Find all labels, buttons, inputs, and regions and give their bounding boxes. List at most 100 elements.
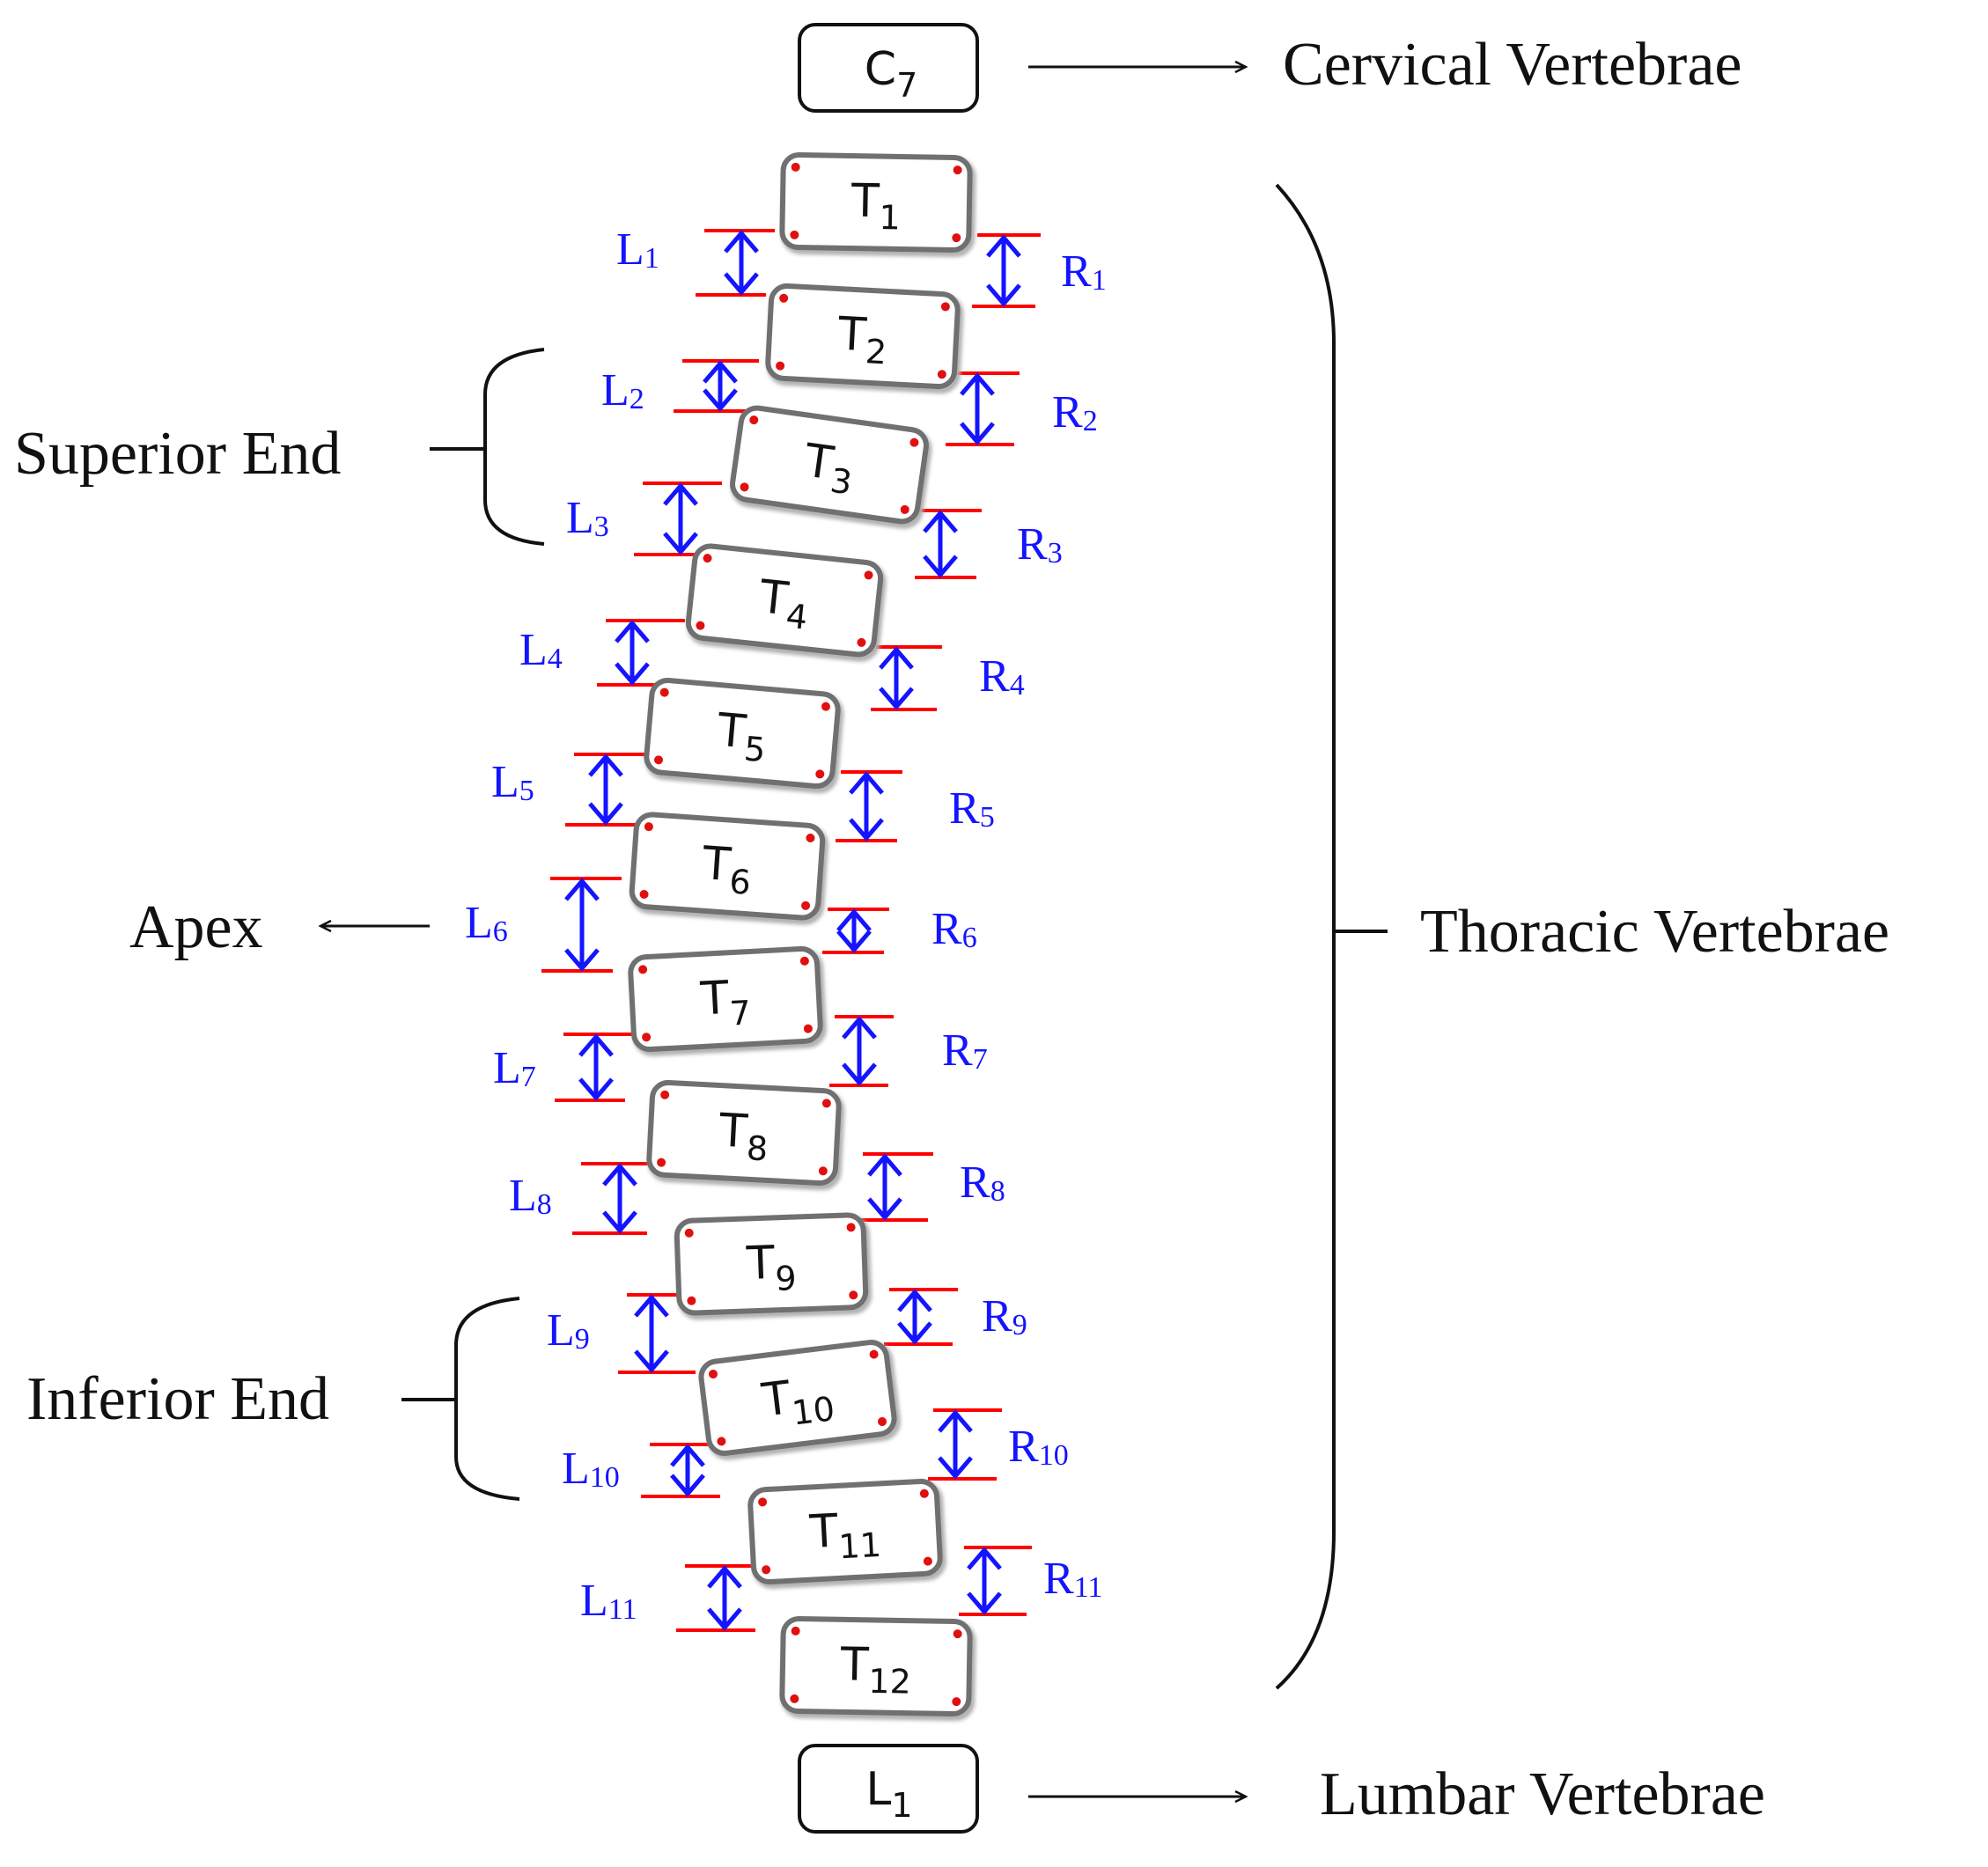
corner-point [762,1565,771,1575]
left-gap-label: L [566,493,594,543]
svg-text:T9: T9 [745,1236,797,1299]
svg-text:L3: L3 [566,493,609,543]
right-gap-label-sub: 7 [973,1043,988,1076]
right-gap-arrow [923,510,958,578]
right-gap-label: R [942,1025,973,1076]
left-gap-label: L [616,224,644,275]
right-gap-arrow [960,372,995,445]
vertebra-label: T [745,1237,776,1290]
vertebra-label: T [836,308,868,363]
corner-point [644,822,653,832]
corner-point [818,1166,828,1176]
corner-point [790,230,799,239]
vertebra-t1: T1 [779,151,976,258]
corner-point [653,755,663,765]
right-gap-arrow [867,1153,902,1221]
svg-text:T4: T4 [755,570,812,637]
left-gap-label: L [465,898,493,948]
left-gap-label: L [491,757,519,807]
svg-text:R2: R2 [1052,387,1098,437]
corner-point [779,293,789,303]
corner-point [937,370,946,379]
l1-sub: 1 [891,1786,912,1825]
corner-point [821,702,831,711]
vertebra-label: T [839,1638,869,1692]
left-gap-arrow [703,360,738,412]
l1-main: L [865,1763,891,1816]
left-gap-arrow [588,753,623,826]
vertebra-label-sub: 8 [746,1128,769,1168]
right-gap-label: R [1008,1422,1039,1472]
corner-point [864,570,873,580]
vertebra-t4: T4 [685,543,887,662]
corner-point [791,1626,800,1635]
left-gap-label: L [601,365,630,415]
right-gap-label-sub: 1 [1092,264,1107,297]
corner-point [684,1228,694,1238]
right-gap-label: R [1061,246,1092,297]
right-gap-label: R [931,904,962,954]
right-gap-label-sub: 9 [1012,1309,1027,1341]
svg-text:L11: L11 [580,1576,637,1626]
left-gap-label: L [547,1305,575,1356]
right-gap-arrow [938,1409,973,1480]
svg-text:L2: L2 [601,365,644,415]
svg-text:R6: R6 [931,904,977,954]
right-gap-label: R [979,651,1010,702]
corner-point [703,554,712,563]
right-gap-label: R [982,1291,1012,1341]
thoracic-brace [1275,183,1336,1690]
vertebra-label-sub: 7 [729,994,752,1033]
svg-text:L1: L1 [616,224,659,275]
vertebra-t10: T10 [698,1340,902,1460]
svg-text:R11: R11 [1043,1554,1102,1604]
left-gap-label-sub: 9 [575,1323,590,1356]
right-gap-label: R [949,783,980,834]
corner-point [696,621,705,630]
right-gap-label-sub: 3 [1048,537,1063,570]
corner-point [758,1497,768,1507]
gap-2: L2 R2 [601,359,1098,446]
vertebra-label-sub: 9 [775,1259,798,1298]
l1-box: L1 [798,1744,979,1834]
corner-point [659,687,669,697]
superior-label: Superior End [14,420,341,488]
svg-text:R3: R3 [1017,519,1063,570]
corner-point [878,1417,887,1427]
c7-main: C [865,43,896,96]
svg-text:T7: T7 [698,971,752,1035]
corner-point [815,769,825,779]
vertebra-label-sub: 5 [742,729,767,769]
vertebra-label-sub: 1 [879,198,901,237]
vertebra-label-sub: 6 [728,862,752,902]
right-gap-label: R [1043,1554,1074,1604]
left-gap-label-sub: 11 [608,1593,637,1626]
svg-text:L1: L1 [865,1763,912,1825]
c7-sub: 7 [896,66,917,105]
corner-point [857,637,866,647]
svg-text:T6: T6 [699,837,754,902]
corner-point [776,361,785,371]
corner-point [660,1090,670,1099]
vertebra-label-sub: 2 [865,332,887,371]
corner-point [806,834,815,843]
right-gap-arrow [842,1016,877,1086]
corner-point [849,1290,858,1300]
vertebra-label: T [850,174,880,228]
left-gap-arrow [602,1163,637,1234]
vertebra-label-sub: 12 [868,1662,911,1702]
svg-text:T1: T1 [850,174,901,237]
left-gap-label-sub: 1 [644,242,659,275]
vertebra-t9: T9 [674,1212,873,1320]
corner-point [749,415,759,425]
apex-label: Apex [129,893,263,961]
vertebra-label-sub: 4 [784,596,810,636]
svg-text:T10: T10 [758,1366,836,1436]
left-gap-arrow [670,1444,705,1497]
